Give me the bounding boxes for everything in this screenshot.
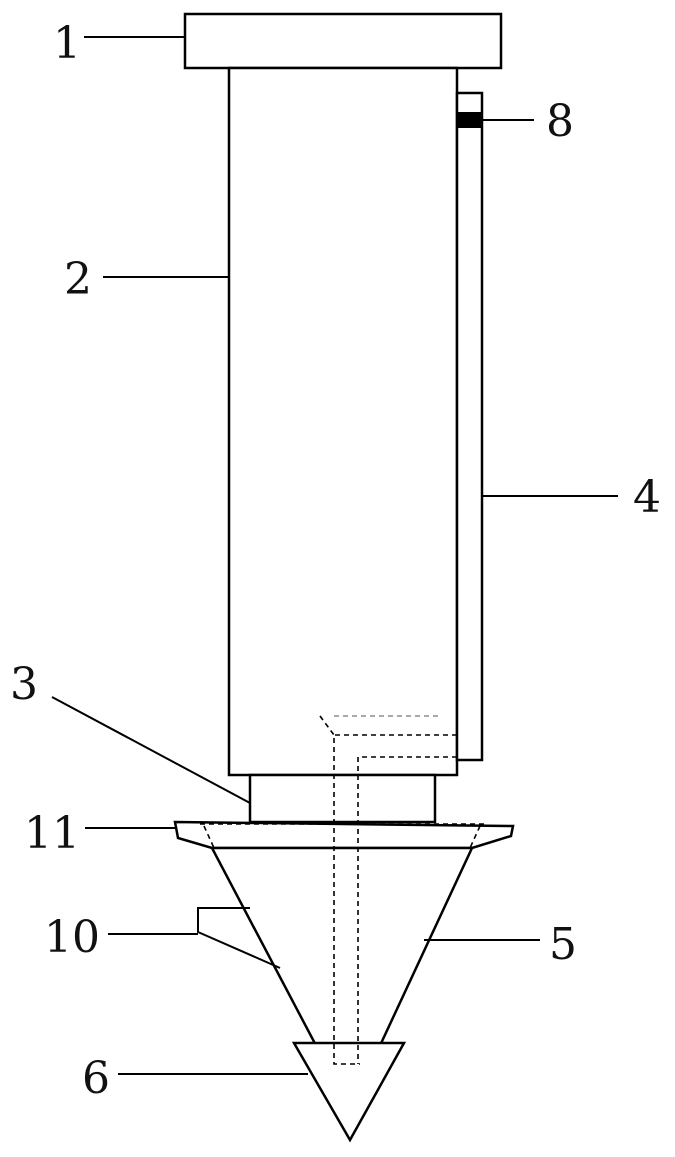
side-tube (455, 91, 484, 762)
marker-block (458, 112, 482, 128)
neck-segment (248, 773, 437, 824)
label-5: 5 (549, 919, 577, 970)
hidden-channel-inner (357, 756, 457, 1064)
label-10: 10 (44, 912, 100, 963)
flange-plate (173, 820, 515, 850)
label-1: 1 (53, 18, 81, 69)
label-8: 8 (546, 96, 574, 147)
label-3: 3 (10, 659, 38, 710)
hidden-top-left (319, 715, 335, 736)
cone-body (209, 846, 474, 1113)
label-4: 4 (633, 472, 661, 523)
label-2: 2 (64, 254, 92, 305)
leader-3 (51, 696, 251, 804)
main-body (227, 66, 459, 777)
side-bracket (197, 907, 281, 969)
hidden-cone-right (469, 825, 481, 849)
top-cap (183, 12, 503, 70)
hidden-cone-left (203, 825, 215, 849)
tip-cone (291, 1041, 407, 1143)
label-11: 11 (24, 808, 80, 859)
label-6: 6 (82, 1053, 110, 1104)
